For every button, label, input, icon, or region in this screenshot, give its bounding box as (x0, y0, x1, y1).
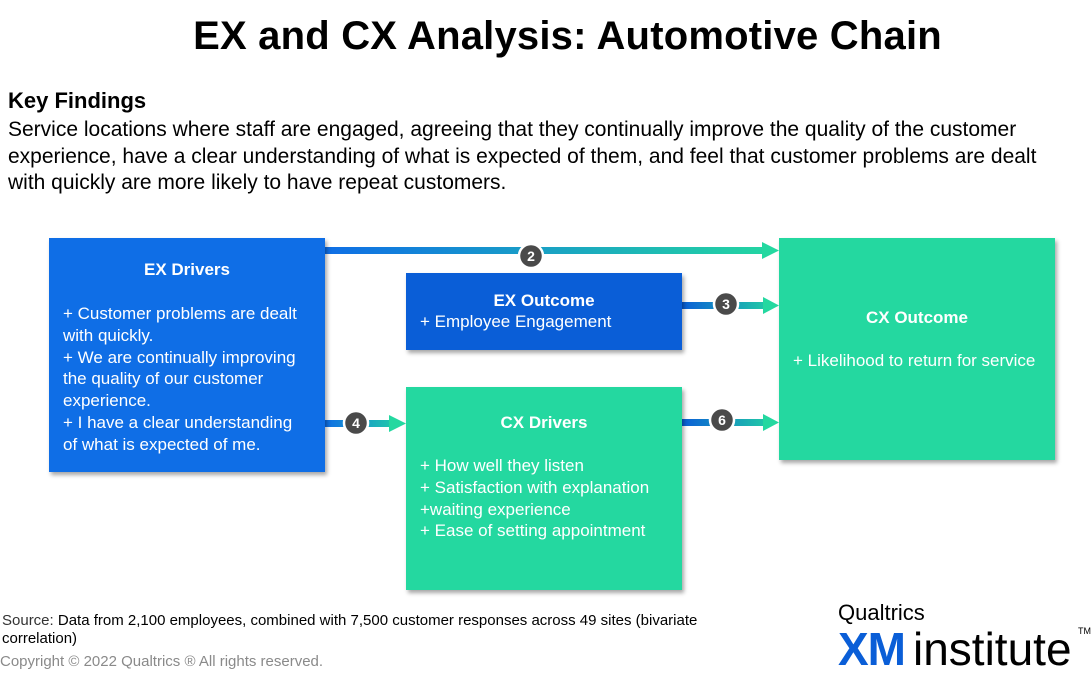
badge-6: 6 (718, 412, 726, 428)
source-text: Data from 2,100 employees, combined with… (2, 612, 698, 647)
cx-outcome-box: CX Outcome + Likelihood to return for se… (779, 238, 1055, 460)
cx-drivers-list: + How well they listen + Satisfaction wi… (420, 455, 668, 542)
badge-3: 3 (722, 296, 730, 312)
cx-outcome-heading: CX Outcome (865, 308, 969, 327)
cx-driver-item: + How well they listen (420, 456, 584, 475)
cx-outcome-item: + Likelihood to return for service (793, 351, 1036, 370)
ex-driver-item: + We are continually improving the quali… (63, 347, 296, 411)
logo-qualtrics-text: Qualtrics (838, 600, 925, 625)
cx-driver-item: + Satisfaction with explanation (420, 477, 650, 497)
ex-outcome-item: + Employee Engagement (420, 312, 612, 331)
ex-driver-item: + Customer problems are dealt with quick… (63, 304, 297, 345)
source-note: Source: Data from 2,100 employees, combi… (2, 612, 722, 648)
badge-2: 2 (527, 248, 535, 264)
xm-institute-logo: Qualtrics XM institute TM (838, 600, 1091, 676)
logo-xm-text: XM (838, 623, 906, 675)
cx-driver-item: + Ease of setting appointment (420, 521, 646, 541)
link-ex-outcome-to-cx-outcome: 3 (682, 290, 779, 318)
ex-driver-item: + I have a clear understanding of what i… (63, 412, 293, 454)
badge-4: 4 (352, 415, 360, 431)
source-label: Source: (2, 612, 54, 629)
key-findings-text: Service locations where staff are engage… (8, 118, 1037, 194)
ex-outcome-heading: EX Outcome (493, 291, 595, 310)
link-cx-drivers-to-cx-outcome: 6 (682, 406, 779, 434)
ex-drivers-list: + Customer problems are dealt with quick… (63, 303, 311, 456)
ex-drivers-heading: EX Drivers (144, 260, 230, 279)
copyright-text: Copyright © 2022 Qualtrics ® All rights … (0, 653, 324, 670)
cx-drivers-heading: CX Drivers (500, 413, 588, 432)
cx-drivers-box: CX Drivers + How well they listen + Sati… (406, 387, 682, 590)
ex-drivers-box: EX Drivers + Customer problems are dealt… (49, 238, 325, 472)
link-ex-drivers-to-cx-outcome: 2 (325, 242, 779, 270)
logo-trademark: TM (1078, 626, 1091, 636)
link-ex-drivers-to-cx-drivers: 4 (325, 409, 406, 437)
logo-institute-text: institute (913, 623, 1072, 675)
ex-outcome-box: EX Outcome + Employee Engagement (406, 273, 682, 350)
cx-driver-item: +waiting experience (420, 499, 571, 519)
key-findings-heading: Key Findings (8, 88, 147, 113)
page-title: EX and CX Analysis: Automotive Chain (193, 14, 942, 58)
